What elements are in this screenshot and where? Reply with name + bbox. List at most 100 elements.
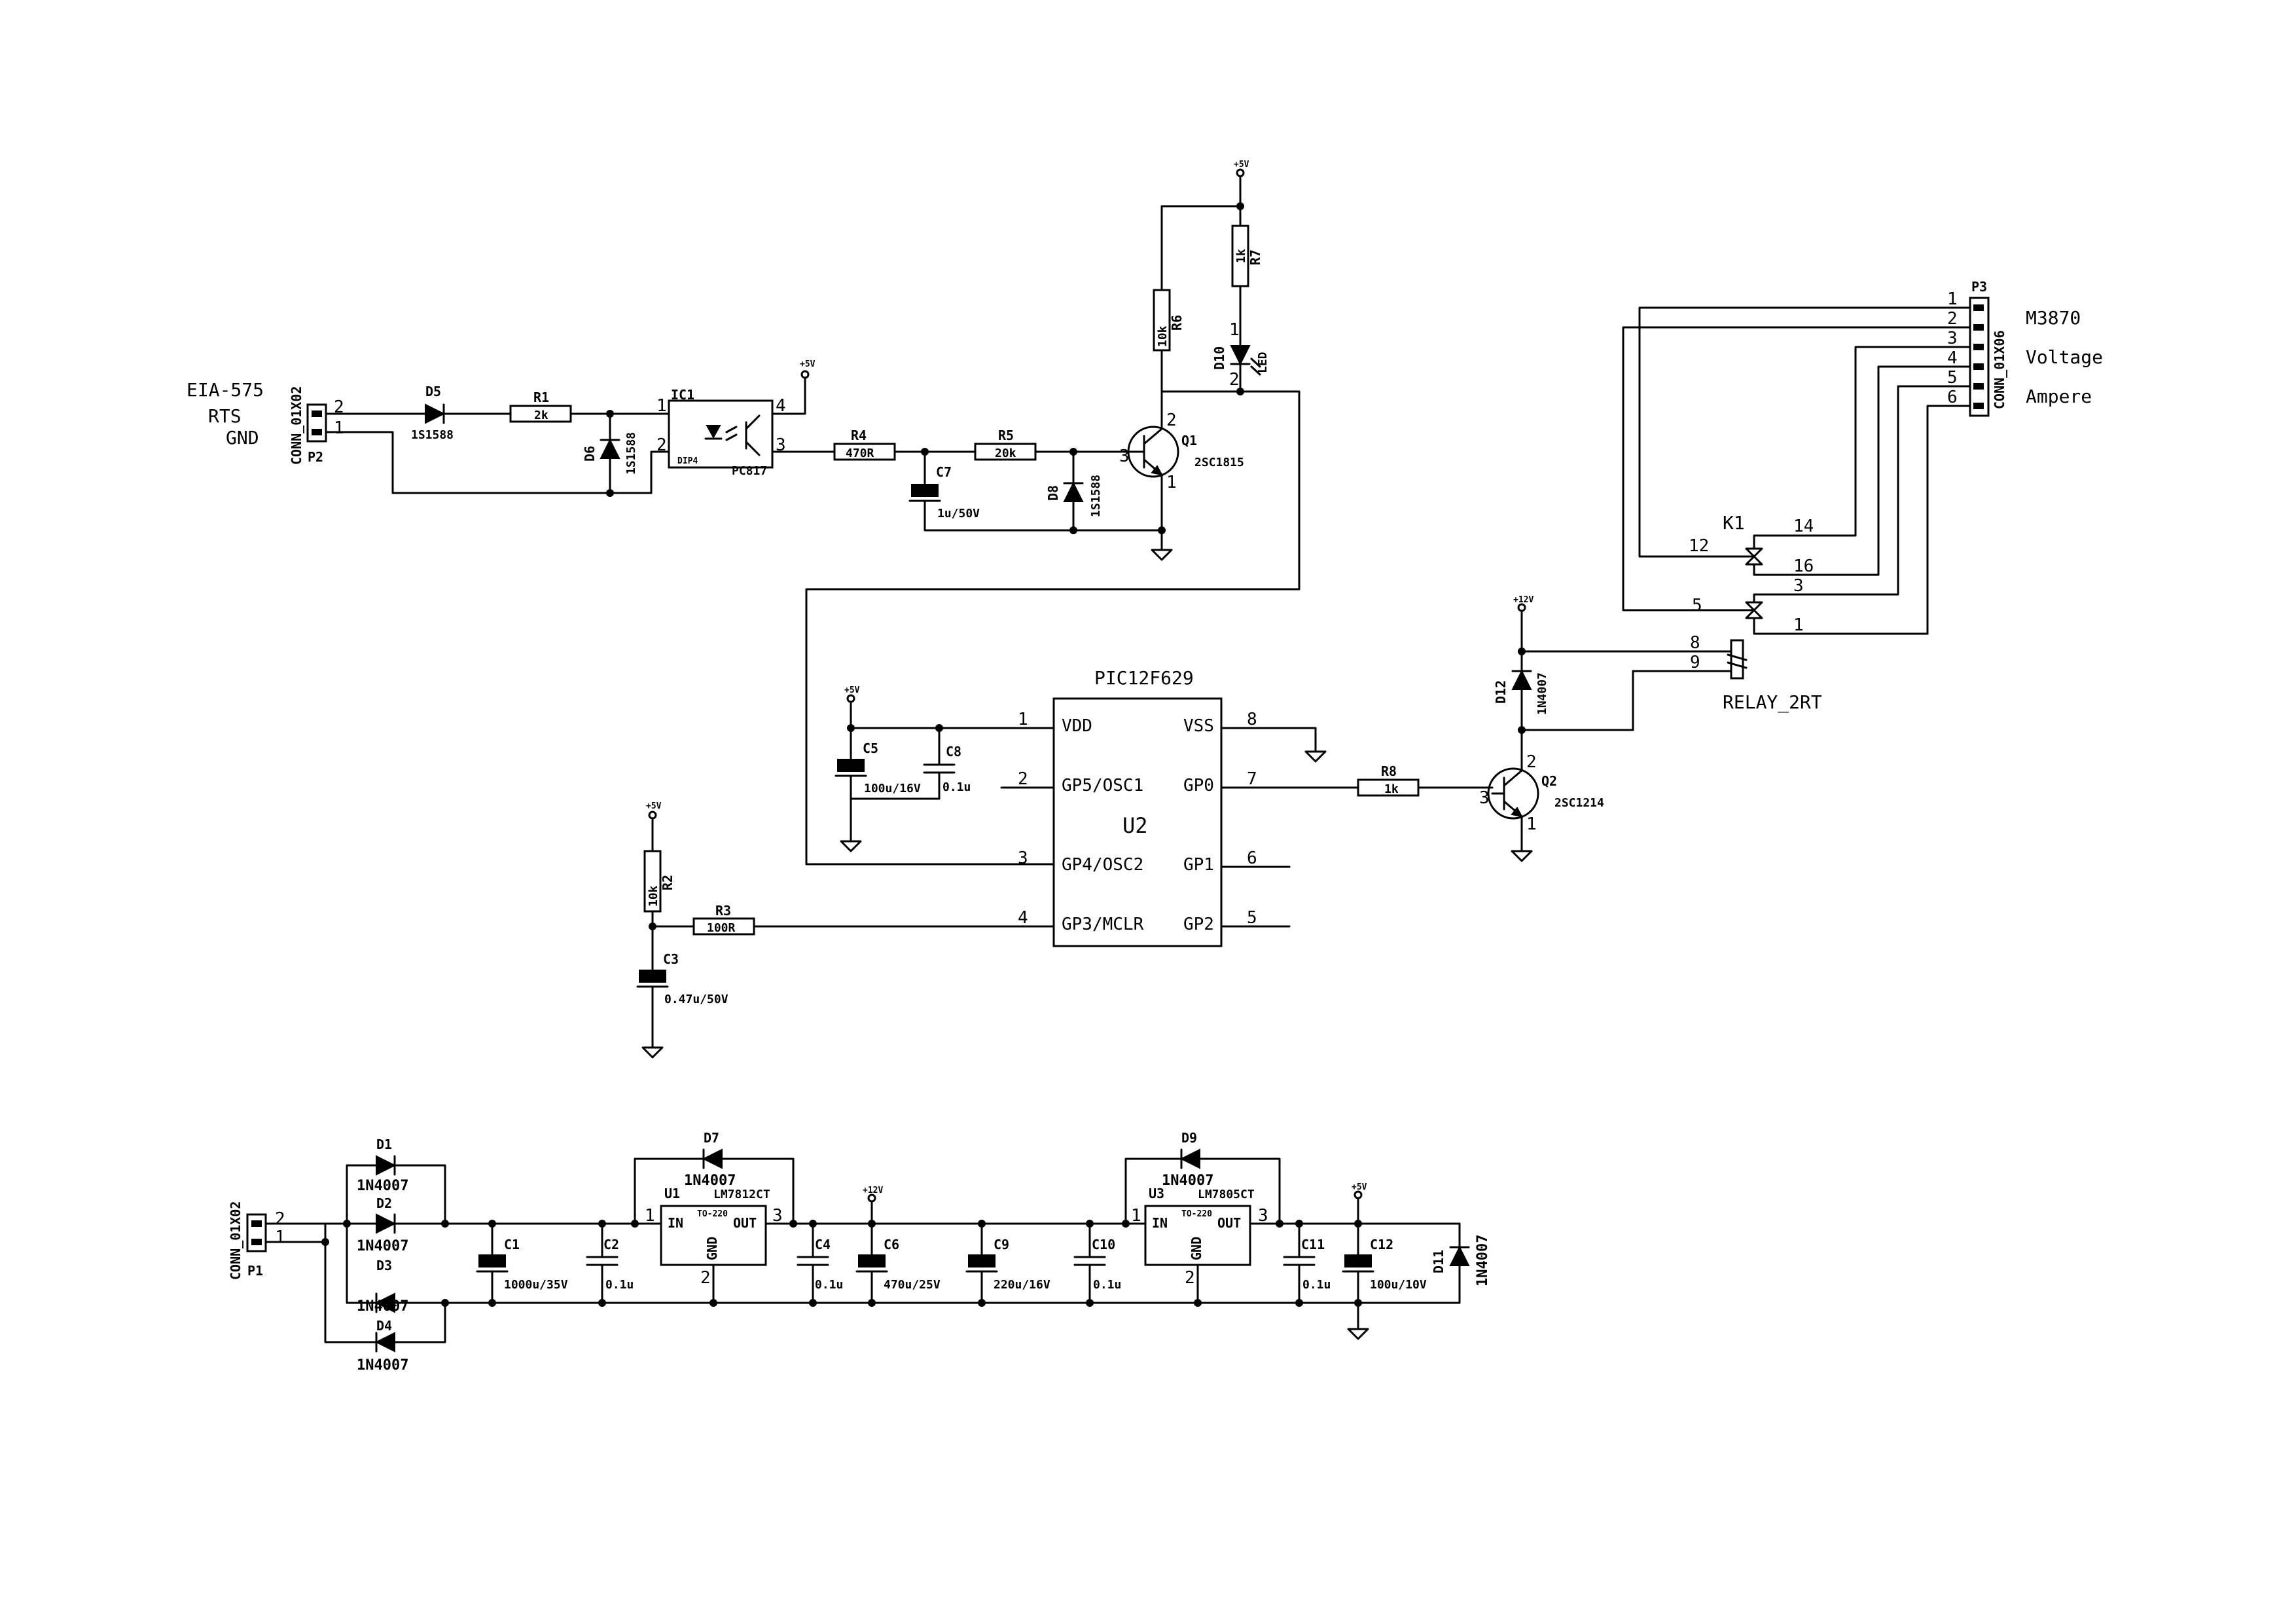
ic1-pin4: 4 [776,396,786,416]
c7-value: 1u/50V [937,507,980,520]
ic1-value: PC817 [732,464,767,478]
r4-ref: R4 [851,428,867,443]
q2-value: 2SC1214 [1554,796,1604,810]
r3-value: 100R [707,921,736,935]
d4-ref: D4 [376,1318,392,1334]
r3-ref: R3 [715,903,731,919]
c2-ref: C2 [603,1237,619,1252]
p3-pin5: 5 [1947,368,1958,388]
d11-value: 1N4007 [1475,1235,1491,1286]
r4-value: 470R [846,447,874,460]
connector-p1: 2 1 CONN_01X02 P1 [228,1201,285,1280]
c12-value: 100u/10V [1370,1278,1427,1292]
r8-ref: R8 [1381,763,1397,779]
c6-ref: C6 [884,1237,899,1252]
d4-value: 1N4007 [357,1357,408,1374]
relay-power-label: +12V [1513,595,1534,605]
p3-ref: P3 [1971,279,1987,295]
u3-pin3: 3 [1258,1206,1268,1226]
u3-in: IN [1152,1215,1168,1231]
d3-ref: D3 [376,1258,392,1273]
c1-value: 1000u/35V [504,1278,568,1292]
u2-pin7-name: GP0 [1183,776,1214,795]
ic1-ref: IC1 [671,387,694,403]
u1-pin1: 1 [645,1206,655,1226]
u2-pin4-name: GP3/MCLR [1062,915,1144,934]
c10-ref: C10 [1092,1237,1115,1252]
diode-d8: D8 1S1588 [1045,475,1103,517]
k1-pin9: 9 [1690,653,1700,672]
connector-p3: 1 2 3 4 5 6 P3 CONN_01X06 [1947,279,2007,417]
u1-gnd: GND [704,1237,720,1260]
c11-ref: C11 [1301,1237,1325,1252]
d10-pin1: 1 [1229,320,1240,340]
u2-pin5-name: GP2 [1183,915,1214,934]
diode-d7: D7 1N4007 [684,1130,736,1189]
capacitor-c1: C1 1000u/35V [476,1237,568,1292]
power-5v-c5: +5V [844,685,860,703]
rail-12v-label: +12V [863,1186,883,1195]
p1-pin2: 2 [275,1209,285,1229]
header-labels: EIA-575 RTS GND [187,379,264,448]
power-5v-rail: +5V [1352,1182,1367,1199]
c3-ref: C3 [663,951,679,967]
u2-pin4-num: 4 [1018,908,1028,928]
u2-pin1-num: 1 [1018,710,1028,729]
relay-k1: 8 9 RELAY_2RT K1 14 12 16 3 5 1 [1689,512,1822,714]
d2-ref: D2 [376,1195,392,1211]
u2-pin5-num: 5 [1247,908,1257,928]
c2-value: 0.1u [605,1278,634,1292]
p1-ref: P1 [247,1263,263,1279]
u2-pin8-num: 8 [1247,710,1257,729]
k1-ref: K1 [1723,512,1745,534]
u2-pin2-name: GP5/OSC1 [1062,776,1143,795]
p2-pin2: 2 [334,397,344,417]
c10-value: 0.1u [1093,1278,1121,1292]
u2-pin6-name: GP1 [1183,855,1214,875]
q2-ref: Q2 [1541,773,1557,789]
u2-ref: U2 [1122,813,1148,838]
resistor-r2: 10k R2 [643,850,675,913]
u1-out: OUT [733,1215,757,1231]
r6-value: 10k [1156,325,1170,347]
ampere-label: Ampere [2026,386,2092,407]
u2-pin8-name: VSS [1183,716,1214,736]
d10-value: LED [1256,352,1270,373]
transistor-q2: Q2 2SC1214 3 2 1 [1479,752,1604,834]
diode-d1: D1 1N4007 [357,1137,408,1194]
d1-value: 1N4007 [357,1178,408,1194]
k1-pin16: 16 [1793,556,1814,576]
u2-pin1-name: VDD [1062,716,1092,736]
r5-ref: R5 [998,428,1014,443]
p3-pin1: 1 [1947,289,1958,309]
r2-power-label: +5V [646,801,662,811]
q1-pin1: 1 [1166,473,1177,492]
d8-ref: D8 [1045,485,1061,501]
u1-value: LM7812CT [713,1188,770,1201]
u3-pin2: 2 [1185,1268,1195,1288]
d5-value: 1S1588 [411,428,454,442]
d1-ref: D1 [376,1137,392,1152]
capacitor-c5: C5 100u/16V [834,740,921,795]
q1-value: 2SC1815 [1194,456,1244,469]
k1-value: RELAY_2RT [1723,691,1822,714]
d12-value: 1N4007 [1535,672,1549,715]
c4-ref: C4 [815,1237,831,1252]
p3-value: CONN_01X06 [1992,331,2007,409]
u1-pin3: 3 [772,1206,783,1226]
c5-value: 100u/16V [864,782,921,795]
k1-pin8: 8 [1690,633,1700,653]
u3-pin1: 1 [1131,1206,1141,1226]
r5-value: 20k [995,447,1016,460]
capacitor-c8: C8 0.1u [923,744,971,794]
diode-d5: D5 1S1588 [411,384,454,442]
u3-ref: U3 [1149,1186,1164,1201]
u1-package: TO-220 [697,1209,728,1219]
d9-value: 1N4007 [1162,1173,1213,1189]
power-5v-r2: +5V [646,801,662,820]
capacitor-c12: C12 100u/10V [1342,1237,1427,1292]
u2-value: PIC12F629 [1094,667,1194,689]
diode-d12: D12 1N4007 [1493,669,1549,715]
r1-ref: R1 [533,390,549,405]
